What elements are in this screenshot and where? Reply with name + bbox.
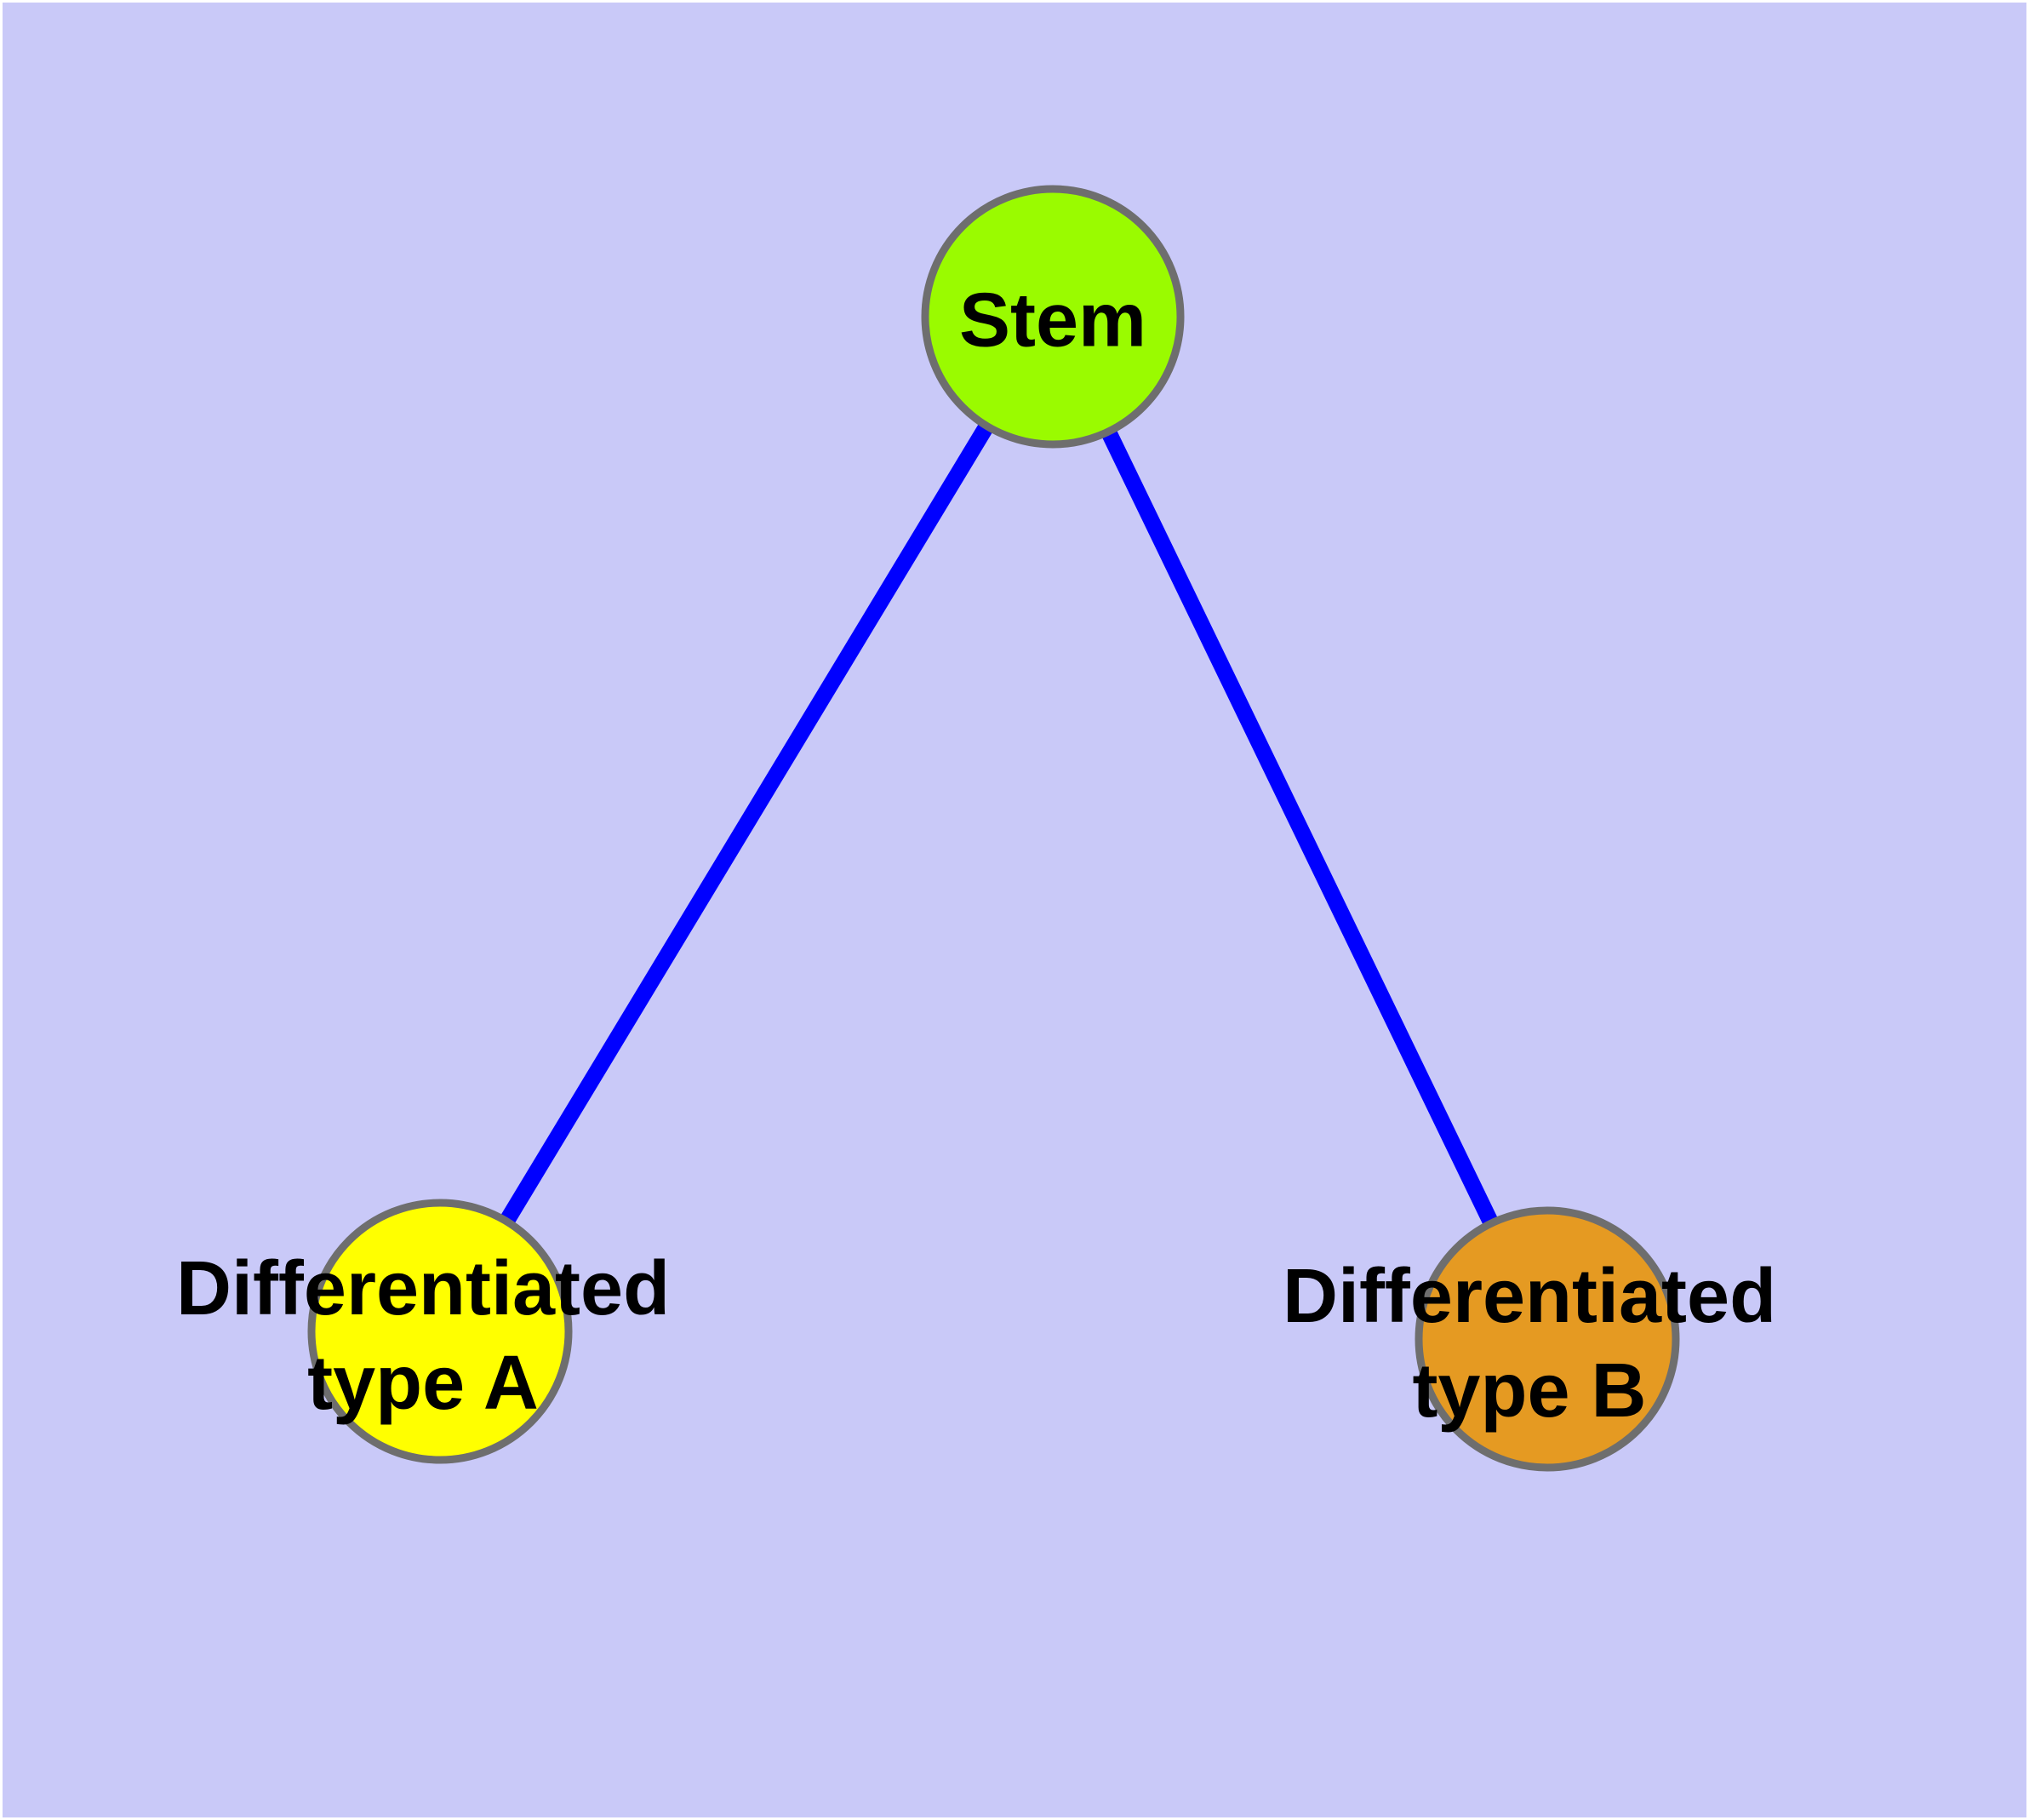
node-stem-circle xyxy=(921,185,1185,449)
edge-stem-to-diff-b xyxy=(1045,312,1555,1343)
node-diff-b-circle xyxy=(1415,1206,1680,1472)
edge-stem-to-diff-a xyxy=(432,312,1060,1336)
node-diff-a-circle xyxy=(307,1199,573,1464)
